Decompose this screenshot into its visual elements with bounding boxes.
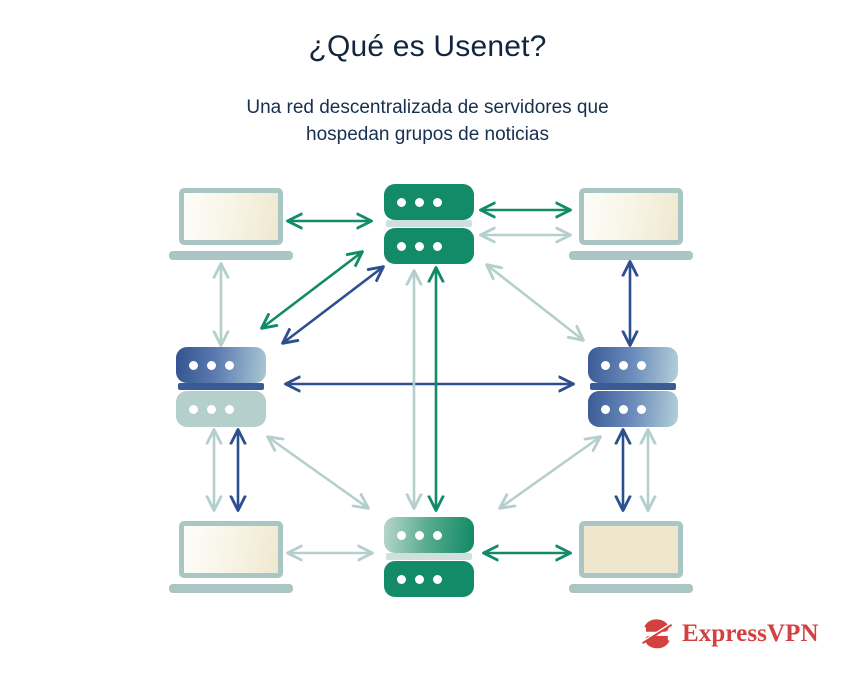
server-led-dot (189, 360, 198, 370)
node-server-bottom-center (384, 517, 474, 597)
node-laptop-top-left (169, 188, 293, 260)
server-led-dots (397, 241, 442, 251)
arrow-server-top-center-to-server-middle-right (487, 265, 583, 340)
server-divider (386, 553, 472, 560)
server-led-dot (397, 197, 406, 207)
laptop-screen (184, 193, 278, 240)
server-led-dot (207, 360, 216, 370)
laptop-icon (169, 521, 293, 593)
laptop-screen (584, 526, 678, 573)
server-led-dot (637, 360, 646, 370)
server-divider (386, 220, 472, 227)
server-divider (178, 383, 264, 390)
laptop-icon (169, 188, 293, 260)
server-unit-bottom (384, 561, 474, 597)
server-led-dot (225, 404, 234, 414)
server-led-dot (637, 404, 646, 414)
server-led-dot (207, 404, 216, 414)
page-subtitle-line-2: hospedan grupos de noticias (306, 124, 549, 145)
laptop-screen (584, 193, 678, 240)
server-led-dot (397, 530, 406, 540)
laptop-icon (569, 521, 693, 593)
server-unit-top (176, 347, 266, 383)
laptop-lid (579, 188, 683, 245)
server-unit-top (384, 517, 474, 553)
expressvpn-logo: ExpressVPN (640, 614, 819, 654)
arrow-server-middle-left-to-server-top-center-green (262, 252, 362, 328)
server-led-dots (189, 360, 234, 370)
laptop-base (569, 251, 693, 260)
server-led-dot (189, 404, 198, 414)
laptop-base (169, 584, 293, 593)
node-laptop-bottom-right (569, 521, 693, 593)
server-led-dot (619, 360, 628, 370)
node-server-middle-right (588, 347, 678, 427)
server-led-dot (225, 360, 234, 370)
server-led-dot (415, 530, 424, 540)
server-led-dots (397, 530, 442, 540)
server-icon (384, 184, 474, 264)
server-unit-bottom (176, 391, 266, 427)
laptop-screen (184, 526, 278, 573)
expressvpn-e-icon (641, 619, 673, 649)
server-unit-top (384, 184, 474, 220)
arrow-server-middle-left-to-server-top-center-blue (283, 267, 383, 343)
server-led-dot (397, 241, 406, 251)
laptop-icon (569, 188, 693, 260)
server-icon (384, 517, 474, 597)
server-led-dots (601, 404, 646, 414)
server-led-dot (601, 360, 610, 370)
server-unit-top (588, 347, 678, 383)
laptop-base (569, 584, 693, 593)
server-icon (176, 347, 266, 427)
server-led-dot (619, 404, 628, 414)
laptop-base (169, 251, 293, 260)
arrow-server-bottom-center-to-server-middle-right (500, 437, 600, 508)
server-led-dot (433, 574, 442, 584)
expressvpn-wordmark: ExpressVPN (682, 620, 819, 647)
laptop-lid (179, 521, 283, 578)
server-led-dots (397, 197, 442, 207)
node-server-middle-left (176, 347, 266, 427)
page-title: ¿Qué es Usenet? (308, 30, 547, 63)
page-subtitle: Una red descentralizada de servidores qu… (0, 94, 855, 148)
server-icon (588, 347, 678, 427)
server-led-dot (415, 241, 424, 251)
node-laptop-bottom-left (169, 521, 293, 593)
node-server-top-center (384, 184, 474, 264)
server-unit-bottom (588, 391, 678, 427)
node-laptop-top-right (569, 188, 693, 260)
page-subtitle-line-1: Una red descentralizada de servidores qu… (246, 97, 609, 118)
server-unit-bottom (384, 228, 474, 264)
server-led-dots (189, 404, 234, 414)
server-divider (590, 383, 676, 390)
server-led-dot (433, 241, 442, 251)
arrow-server-middle-left-to-server-bottom-center (268, 437, 368, 508)
laptop-lid (579, 521, 683, 578)
server-led-dot (397, 574, 406, 584)
server-led-dot (415, 574, 424, 584)
server-led-dot (601, 404, 610, 414)
server-led-dot (415, 197, 424, 207)
server-led-dots (601, 360, 646, 370)
server-led-dot (433, 197, 442, 207)
server-led-dot (433, 530, 442, 540)
laptop-lid (179, 188, 283, 245)
server-led-dots (397, 574, 442, 584)
